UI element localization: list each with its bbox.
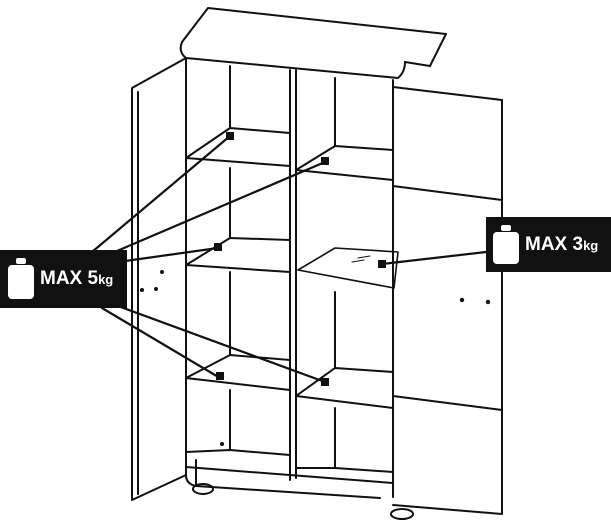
right-door	[392, 86, 503, 515]
shelf-markers	[140, 132, 491, 446]
max-5kg-text: MAX 5kg	[40, 268, 114, 289]
left-door	[131, 57, 187, 501]
cabinet-body	[185, 57, 394, 499]
leader-lines	[90, 134, 488, 384]
shelves-right	[295, 77, 394, 473]
glass-shelf	[297, 247, 399, 289]
weight-icon	[8, 258, 34, 299]
cabinet-feet	[192, 483, 414, 520]
cabinet-top	[179, 7, 447, 79]
weight-icon	[493, 224, 519, 264]
max-3kg-label: MAX 3kg	[486, 217, 611, 272]
shelves-left	[185, 65, 291, 456]
max-3kg-text: MAX 3kg	[525, 233, 599, 255]
max-5kg-label: MAX 5kg	[0, 250, 127, 308]
